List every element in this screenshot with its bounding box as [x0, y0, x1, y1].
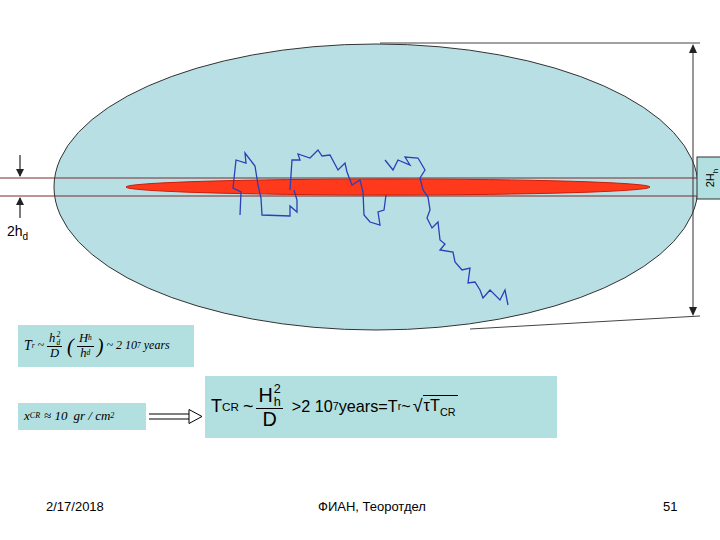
formula-text: ≈ 10 [44, 409, 67, 423]
formula-text: 2 [110, 412, 114, 421]
label-tab [697, 157, 720, 199]
random-walk-path [233, 153, 297, 216]
label-text: 2H [704, 173, 716, 187]
formula-text: 2 [56, 331, 60, 338]
formula-text: >2 10 [292, 398, 333, 416]
formula-text: r [398, 401, 402, 413]
formula-text: H [258, 385, 272, 407]
formula-box: TCR~H2hD>2 107years=Tr~√τTCR [205, 376, 557, 438]
numerator: Hh [77, 332, 94, 347]
formula-text: years=T [339, 398, 398, 416]
script-stack: 2h [274, 383, 281, 408]
label-text: d [23, 231, 29, 242]
formula-text: h [88, 334, 92, 342]
formula-text: 7 [333, 401, 339, 413]
formula-text: ~ [401, 398, 410, 416]
formula-text: d [87, 349, 91, 357]
label-group: 51 [663, 497, 677, 515]
connector-line [149, 414, 190, 415]
formula-text: h [49, 332, 55, 346]
dimension-line [470, 316, 700, 329]
script-stack: 2d [56, 331, 60, 346]
formula-text: x [24, 409, 30, 423]
label-group: 2hd [7, 222, 28, 242]
label-text: 51 [663, 499, 677, 514]
random-walk-path [385, 157, 508, 305]
formula-text: T [24, 338, 32, 353]
halo-ellipse [54, 44, 698, 330]
fraction: Hhhd [77, 332, 94, 361]
dimension-line [380, 43, 700, 44]
formula-text: ~ [243, 397, 254, 417]
galactic-disk [126, 179, 650, 195]
formula-text: ) [97, 335, 104, 357]
numerator: H2h [256, 383, 282, 409]
double-arrow-connector [149, 410, 202, 424]
formula-box: xCR ≈ 10 gr / cm2 [18, 403, 146, 430]
radicand: τTCR [423, 395, 458, 418]
formula-text: ~ [38, 339, 45, 352]
formula-box: Tr~h2dD(Hhhd)~ 2 107years [18, 325, 194, 367]
label-text: ФИАН, Теоротдел [318, 499, 426, 514]
formula-text: h [80, 347, 86, 361]
formula-text: 2 [274, 383, 281, 396]
formula-text: D [262, 409, 276, 431]
fraction: h2dD [47, 331, 62, 361]
formula-text: CR [440, 406, 456, 418]
formula-text: ( [67, 335, 74, 357]
formula-text: CR [222, 401, 239, 414]
formula-text: years [144, 339, 170, 352]
label-text: h [711, 169, 720, 173]
label-text: 2/17/2018 [46, 499, 104, 514]
random-walk-path [290, 150, 386, 225]
arrowhead [189, 410, 202, 424]
denominator: hd [80, 347, 90, 361]
dimension-arrow [19, 155, 20, 176]
label-text: 2h [7, 223, 23, 239]
fraction: H2hD [256, 383, 282, 431]
formula-text: τT [424, 396, 440, 414]
formula-text: d [56, 339, 60, 346]
formula-text: H [79, 332, 88, 346]
arrowhead [689, 44, 697, 53]
formula-text: r [32, 342, 35, 350]
formula-text: 7 [137, 342, 141, 350]
label-group: ФИАН, Теоротдел [318, 497, 426, 515]
formula-text: D [50, 347, 59, 361]
formula-text: ~ 2 10 [107, 339, 138, 352]
formula-text: h [274, 396, 281, 409]
label-group: 2/17/2018 [46, 497, 104, 515]
numerator: h2d [47, 331, 62, 347]
dimension-arrow [19, 198, 20, 218]
denominator: D [262, 409, 276, 431]
formula-text: gr / cm [73, 409, 110, 423]
random-walk [233, 150, 508, 305]
dimension-line [693, 52, 694, 308]
formula-text: √ [413, 397, 423, 417]
arrowhead [689, 307, 697, 316]
rotated-dimension-label: 2Hh [700, 169, 720, 188]
formula-text: T [211, 397, 222, 417]
formula-text: CR [30, 412, 40, 421]
connector-line [149, 419, 190, 420]
denominator: D [50, 347, 59, 361]
thickness-line [0, 196, 697, 197]
